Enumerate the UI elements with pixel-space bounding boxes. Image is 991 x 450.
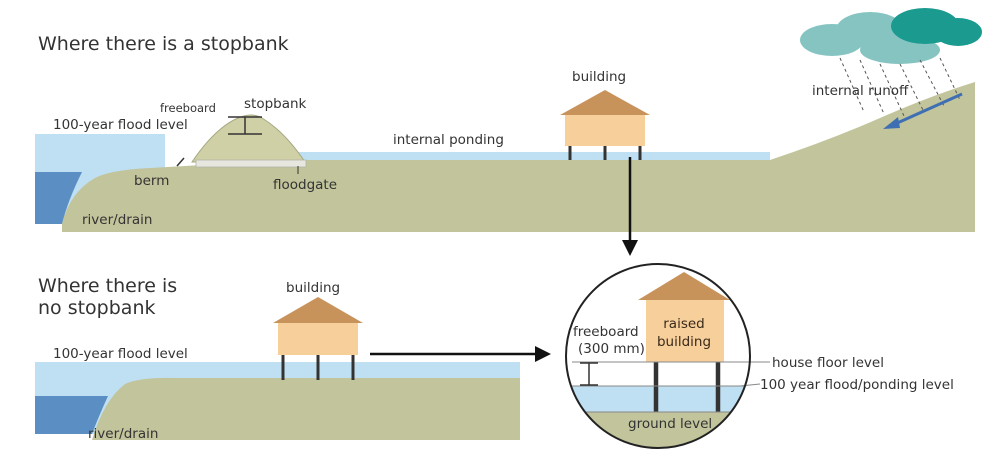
ground-level-label: ground level [628, 416, 712, 432]
bottom-building-body [278, 323, 358, 355]
runoff-arrow [883, 92, 963, 129]
floodgate-label: floodgate [273, 177, 337, 193]
berm-label: berm [134, 173, 169, 189]
inset-freeboard-label-2: (300 mm) [578, 341, 645, 357]
floodgate-pipe [195, 159, 307, 168]
inset-raised-label-1: raised [663, 316, 704, 332]
bottom-panel: Where there is no stopbank 100-year floo… [35, 275, 551, 442]
deep-river-water [35, 172, 82, 224]
stopbank-label: stopbank [244, 96, 307, 112]
bottom-deep-river-water [35, 396, 108, 434]
top-building-label: building [572, 69, 626, 85]
bottom-ground [92, 377, 520, 440]
flood-ponding-level-label: 100 year flood/ponding level [760, 377, 954, 393]
bottom-flood-level-label: 100-year flood level [53, 346, 188, 362]
bottom-building [273, 297, 363, 380]
bottom-title-line-2: no stopbank [38, 297, 156, 319]
inset-flood-water [566, 386, 750, 412]
bottom-title-line-1: Where there is [38, 275, 177, 297]
inset-building-roof [638, 272, 730, 300]
bottom-building-roof [273, 297, 363, 323]
inset-raised-label-2: building [657, 334, 711, 350]
internal-ponding-label: internal ponding [393, 132, 504, 148]
inset-building-body [646, 300, 724, 362]
top-building [560, 90, 650, 160]
rain-cloud [800, 8, 982, 64]
top-river-drain-label: river/drain [82, 212, 152, 228]
connector-arrow-down [622, 157, 638, 256]
top-building-body [565, 115, 645, 146]
top-panel: Where there is a stopbank 100-year flood… [35, 8, 982, 256]
freeboard-label: freeboard [160, 101, 216, 115]
flood-level-leader [739, 383, 761, 387]
berm-marker [176, 157, 185, 167]
bottom-building-label: building [286, 280, 340, 296]
top-title: Where there is a stopbank [38, 33, 289, 55]
connector-arrow-right [370, 346, 551, 362]
top-ground [62, 82, 975, 232]
inset-border [565, 263, 751, 449]
inset-detail: freeboard (300 mm) raised building groun… [565, 263, 770, 449]
top-building-roof [560, 90, 650, 115]
rain-lines [839, 57, 961, 117]
bottom-river-drain-label: river/drain [88, 426, 158, 442]
house-floor-level-label: house floor level [772, 355, 884, 371]
inset-freeboard-label-1: freeboard [573, 324, 639, 340]
internal-runoff-label: internal runoff [812, 83, 909, 99]
stopbank-mound [191, 114, 306, 163]
top-flood-level-label: 100-year flood level [53, 117, 188, 133]
